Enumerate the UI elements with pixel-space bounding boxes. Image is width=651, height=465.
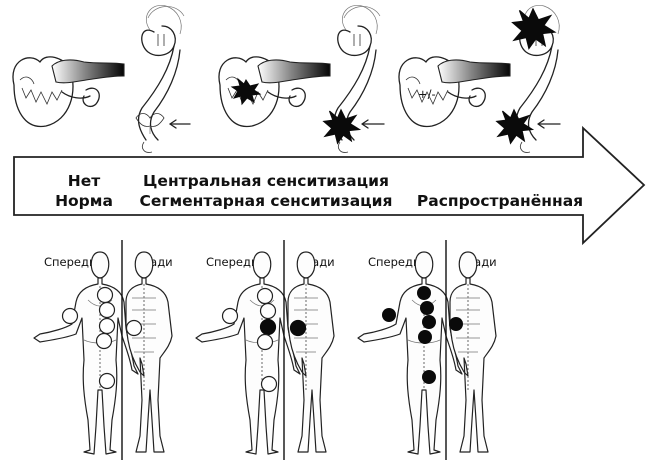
filled-circle xyxy=(449,317,463,331)
filled-circle xyxy=(418,330,432,344)
input-arrow xyxy=(538,120,560,128)
front-view-label: Спереди xyxy=(44,255,96,269)
stage-3-label: Распространённая xyxy=(417,192,583,210)
pancreas-icon xyxy=(219,57,330,127)
input-arrow xyxy=(362,120,384,128)
pancreas-mark: +/- xyxy=(418,87,436,101)
stage-1-label-line-1: Нет xyxy=(68,172,100,190)
stage-1-illustration xyxy=(13,5,190,152)
stage-1-label-line-2: Норма xyxy=(55,192,113,210)
filled-circle xyxy=(291,321,306,336)
stage-2-label-line-2: Сегментарная сенситизация xyxy=(139,192,392,210)
body-map-stage-3: Спереди Сзади xyxy=(358,240,497,460)
filled-circle xyxy=(261,320,276,335)
pain-burst-icon xyxy=(497,110,533,143)
open-circle xyxy=(258,335,273,350)
open-circle xyxy=(97,334,112,349)
open-circle xyxy=(258,289,273,304)
filled-circle xyxy=(417,286,431,300)
stage-2-illustration xyxy=(219,5,384,152)
stage-2-label-line-1: Центральная сенситизация xyxy=(143,172,389,190)
open-circle xyxy=(127,321,142,336)
open-circle xyxy=(98,288,113,303)
open-circle xyxy=(223,309,238,324)
human-body-icon xyxy=(358,240,496,460)
filled-circle xyxy=(422,315,436,329)
open-circle xyxy=(100,374,115,389)
human-body-icon xyxy=(34,240,172,460)
front-view-label: Спереди xyxy=(206,255,258,269)
open-circle xyxy=(100,303,115,318)
spinal-cord-icon xyxy=(139,5,182,152)
body-map-stage-2: Спереди Сзади xyxy=(196,240,335,460)
open-circle xyxy=(100,319,115,334)
pain-burst-icon xyxy=(324,110,360,143)
open-circle xyxy=(63,309,78,324)
stage-3-illustration: +/- xyxy=(399,5,560,152)
front-view-label: Спереди xyxy=(368,255,420,269)
filled-circle xyxy=(422,370,436,384)
filled-circle xyxy=(420,301,434,315)
open-circle xyxy=(261,304,276,319)
pancreas-icon xyxy=(13,57,124,127)
open-circle xyxy=(262,377,277,392)
filled-circle xyxy=(382,308,396,322)
brain-pain-burst-icon xyxy=(513,9,555,48)
body-map-stage-1: Спереди Сзади xyxy=(34,240,173,460)
pancreas-icon xyxy=(399,57,510,127)
